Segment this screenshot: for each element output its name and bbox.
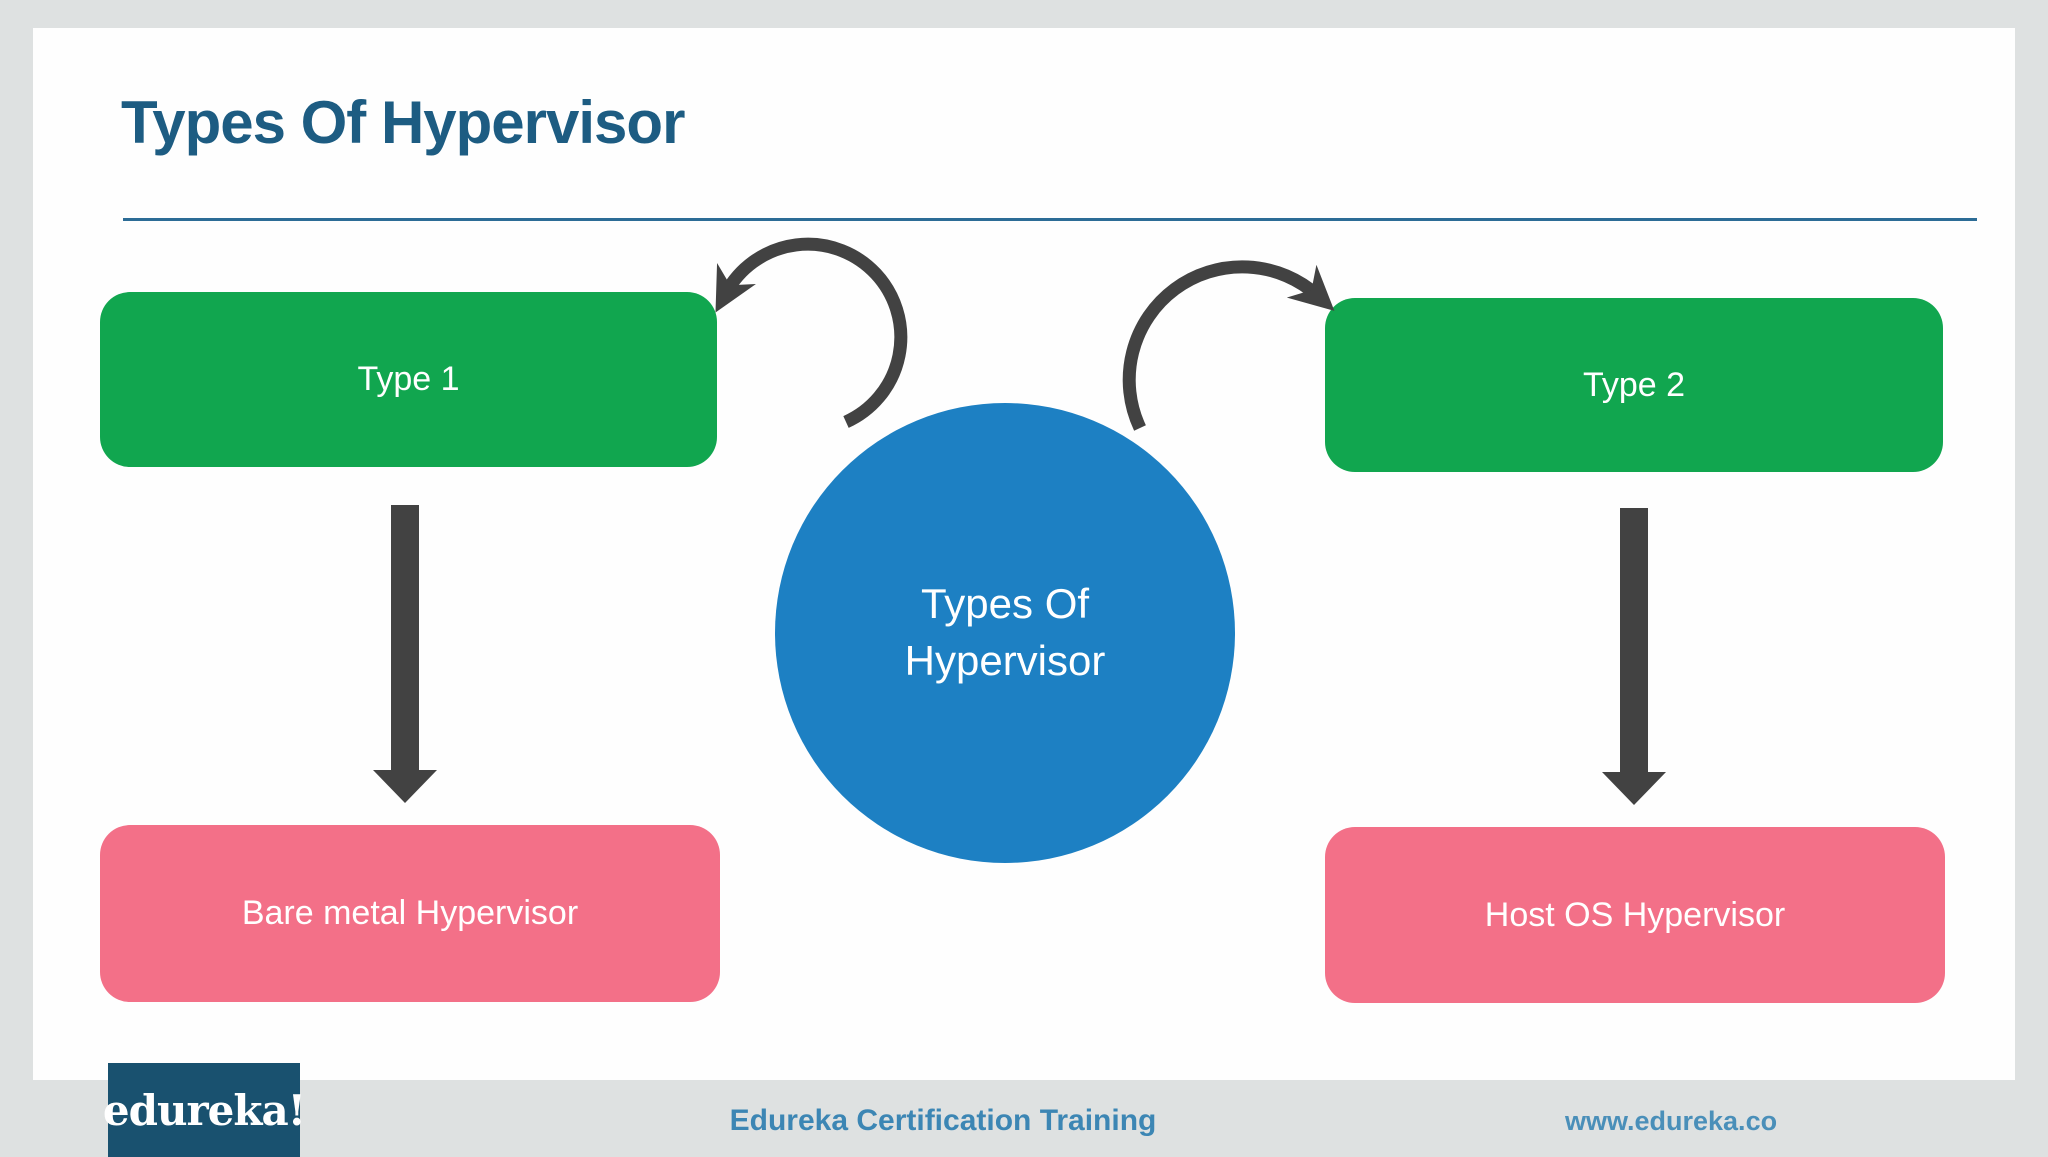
bare-metal-node: Bare metal Hypervisor xyxy=(100,825,720,1002)
circle-label-line2: Hypervisor xyxy=(904,637,1106,684)
bare-metal-label: Bare metal Hypervisor xyxy=(241,894,579,932)
center-circle-node: Types Of Hypervisor xyxy=(775,403,1235,863)
type1-label: Type 1 xyxy=(357,360,460,398)
footer-website-link: www.edureka.co xyxy=(1565,1106,1778,1136)
footer-certification-text: Edureka Certification Training xyxy=(729,1104,1157,1137)
host-os-node: Host OS Hypervisor xyxy=(1325,827,1945,1003)
type1-node: Type 1 xyxy=(100,292,717,467)
host-os-label: Host OS Hypervisor xyxy=(1484,895,1786,934)
type2-node: Type 2 xyxy=(1325,298,1943,472)
edureka-logo: edureka! xyxy=(103,1063,306,1157)
circle-label-line1: Types Of xyxy=(920,580,1090,628)
type2-label: Type 2 xyxy=(1582,365,1686,404)
edureka-logo-text: edureka! xyxy=(102,1085,306,1135)
title-underline xyxy=(123,218,1977,221)
page-title: Types Of Hypervisor xyxy=(121,89,685,156)
